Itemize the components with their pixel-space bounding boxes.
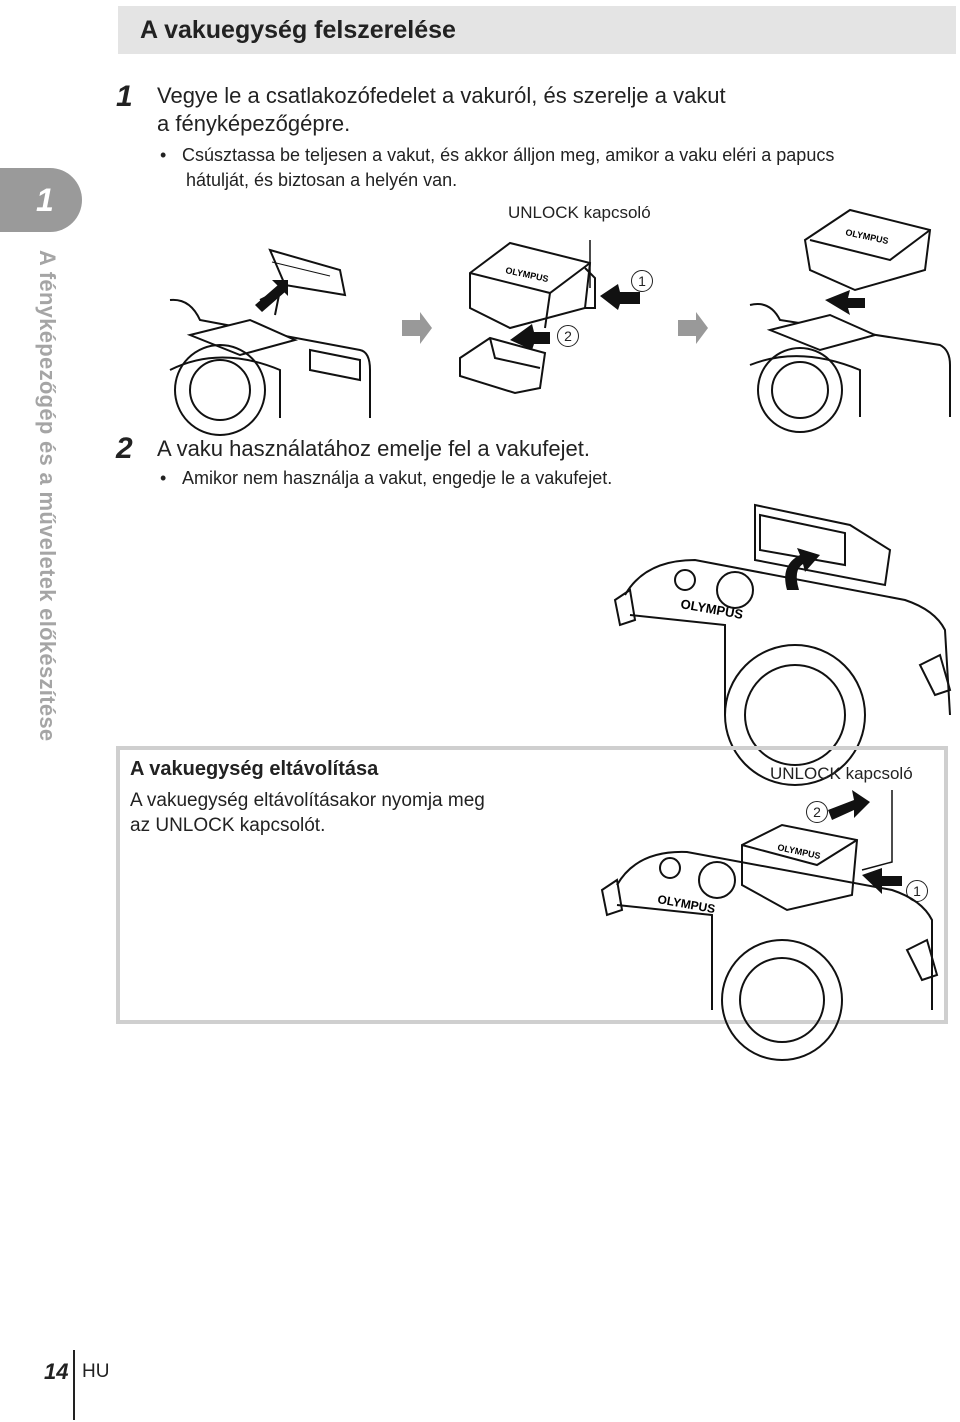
step-1-text-line2: a fényképezőgépre.	[157, 111, 351, 136]
page-title: A vakuegység felszerelése	[140, 16, 456, 44]
step-1-text-line1: Vegye le a csatlakozófedelet a vakuról, …	[157, 83, 726, 108]
flash-remove-illustration: OLYMPUS OLYMPUS	[600, 790, 939, 1061]
page-number: 14	[44, 1359, 69, 1384]
step-1-marker-2: 2	[557, 325, 579, 347]
removal-text: A vakuegység eltávolításakor nyomja meg …	[130, 788, 530, 838]
chapter-tab: 1	[0, 168, 82, 232]
removal-marker-2: 2	[806, 801, 828, 823]
chapter-number: 1	[36, 182, 54, 218]
next-arrow-icon	[402, 312, 432, 344]
flash-raise-illustration: OLYMPUS	[613, 503, 952, 786]
language-code: HU	[82, 1361, 110, 1382]
camera-brand-text: OLYMPUS	[679, 596, 744, 622]
step-1-bullet: •Csúsztassa be teljesen a vakut, és akko…	[160, 145, 835, 165]
step-2-number: 2	[116, 432, 133, 465]
removal-info-box: A vakuegység eltávolítása A vakuegység e…	[116, 746, 948, 1024]
flash-mounted-illustration: OLYMPUS	[749, 208, 951, 433]
flash-attach-illustration: OLYMPUS	[459, 240, 640, 395]
removal-text-line2: az UNLOCK kapcsolót.	[130, 815, 326, 836]
step-2-bullet: •Amikor nem használja a vakut, engedje l…	[160, 468, 613, 488]
step-1-bullet-line2: hátulját, és biztosan a helyén van.	[186, 170, 458, 190]
section-header-bar: A vakuegység felszerelése	[118, 6, 956, 54]
next-arrow-icon	[678, 312, 708, 344]
step-1-number: 1	[116, 80, 133, 113]
step-1-bullet-line1: Csúsztassa be teljesen a vakut, és akkor…	[182, 145, 835, 165]
camera-shoe-cover-illustration	[169, 248, 371, 436]
removal-title: A vakuegység eltávolítása	[130, 758, 379, 780]
removal-text-line1: A vakuegység eltávolításakor nyomja meg	[130, 790, 485, 811]
unlock-switch-label: UNLOCK kapcsoló	[508, 203, 651, 222]
removal-unlock-label: UNLOCK kapcsoló	[770, 764, 913, 783]
removal-marker-1: 1	[906, 880, 928, 902]
step-1-marker-1: 1	[631, 270, 653, 292]
chapter-side-label: A fényképezőgép és a műveletek előkészít…	[35, 250, 60, 742]
step-2-text: A vaku használatához emelje fel a vakufe…	[157, 436, 590, 461]
footer-divider	[73, 1350, 75, 1420]
step-2-bullet-text: Amikor nem használja a vakut, engedje le…	[182, 468, 613, 488]
